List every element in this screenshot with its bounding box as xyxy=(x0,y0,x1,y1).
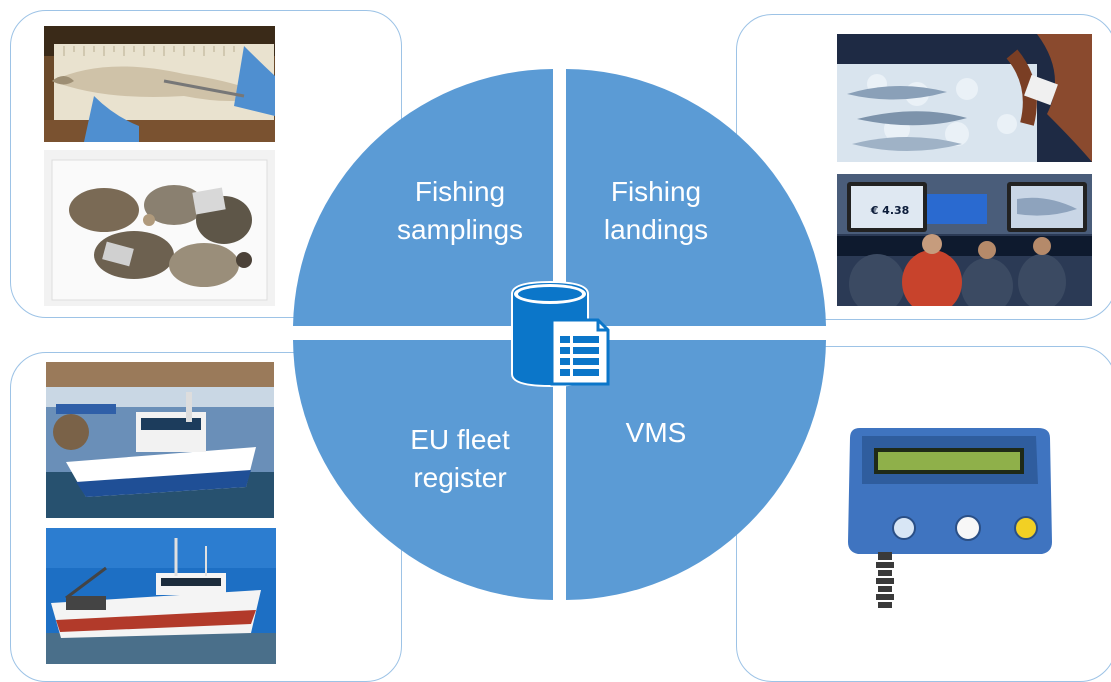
quadrant-fishing-landings xyxy=(566,69,826,326)
quadrant-label-eu-fleet-register: EU fleet register xyxy=(410,424,510,493)
quadrant-label-vms: VMS xyxy=(625,417,687,448)
fish-measuring-photo xyxy=(44,26,275,142)
fish-auction-photo: € 4.38 xyxy=(837,174,1092,306)
fish-on-ice-photo xyxy=(837,34,1092,162)
database-document-icon xyxy=(510,280,610,388)
quadrant-fishing-samplings xyxy=(293,69,553,326)
auction-price-display: € 4.38 xyxy=(870,204,910,217)
stomach-contents-photo xyxy=(44,150,275,306)
vms-device-photo xyxy=(838,424,1060,620)
boat-in-harbour-photo xyxy=(46,362,274,518)
quadrant-eu-fleet-register xyxy=(293,340,553,600)
quadrant-vms xyxy=(566,340,826,600)
quadrant-label-fishing-samplings: Fishing samplings xyxy=(396,176,524,245)
quadrant-label-fishing-landings: Fishing landings xyxy=(603,176,709,245)
trawler-photo xyxy=(46,528,276,664)
